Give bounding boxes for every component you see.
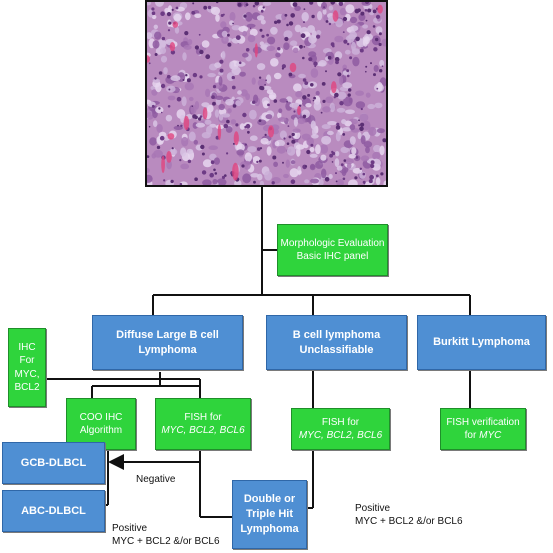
burkitt-label: Burkitt Lymphoma — [433, 336, 530, 349]
coo-line1: COO IHC — [79, 411, 123, 423]
coo-algorithm-box: COO IHC Algorithm — [66, 398, 136, 450]
dlbcl-line2: Lymphoma — [138, 343, 197, 356]
morph-line1: Morphologic Evaluation — [280, 237, 385, 249]
fish2-genes: MYC, BCL2, BCL6 — [298, 430, 383, 441]
fishv-gene: MYC — [479, 430, 502, 441]
positive-left-line1: Positive — [112, 523, 148, 534]
positive-right-label: Positive MYC + BCL2 &/or BCL6 — [355, 502, 463, 528]
positive-right-line2: MYC + BCL2 &/or BCL6 — [355, 516, 463, 527]
coo-line2: Algorithm — [79, 425, 123, 436]
ihc-line2: For — [19, 355, 35, 366]
gcb-label: GCB-DLBCL — [20, 456, 87, 469]
positive-left-label: Positive MYC + BCL2 &/or BCL6 — [112, 522, 220, 548]
gcb-dlbcl-box: GCB-DLBCL — [2, 442, 105, 484]
ihc-line1: IHC — [18, 341, 36, 353]
positive-right-line1: Positive — [355, 503, 391, 514]
fish1-title: FISH for — [184, 411, 222, 423]
morph-line2: Basic IHC panel — [296, 251, 369, 262]
double-line3: Lymphoma — [240, 522, 299, 535]
double-triple-hit-box: Double or Triple Hit Lymphoma — [232, 480, 307, 549]
fishv-line2: for MYC — [465, 429, 502, 443]
dlbcl-box: Diffuse Large B cell Lymphoma — [92, 315, 243, 370]
double-line1: Double or — [243, 493, 296, 506]
fish-verification-box: FISH verification for MYC — [440, 408, 526, 450]
fish2-title: FISH for — [321, 416, 360, 428]
ihc-line4: BCL2 — [14, 382, 40, 393]
double-line2: Triple Hit — [245, 508, 294, 521]
ihc-line3: MYC, — [14, 368, 40, 380]
abc-dlbcl-box: ABC-DLBCL — [2, 490, 105, 532]
bcu-box: B cell lymphoma Unclassifiable — [266, 315, 407, 370]
morphologic-evaluation-box: Morphologic Evaluation Basic IHC panel — [277, 224, 388, 276]
fishv-title: FISH verification — [446, 416, 520, 428]
bcu-line2: Unclassifiable — [299, 343, 374, 356]
fish-dlbcl-box: FISH for MYC, BCL2, BCL6 — [155, 398, 251, 450]
burkitt-box: Burkitt Lymphoma — [417, 315, 546, 370]
negative-label: Negative — [136, 474, 176, 485]
fish-bcu-box: FISH for MYC, BCL2, BCL6 — [291, 408, 390, 450]
positive-left-line2: MYC + BCL2 &/or BCL6 — [112, 536, 220, 547]
ihc-box: IHC For MYC, BCL2 — [8, 328, 46, 407]
bcu-line1: B cell lymphoma — [292, 328, 381, 341]
fish1-genes: MYC, BCL2, BCL6 — [161, 425, 245, 436]
fishv-prefix: for — [464, 430, 480, 441]
histology-image — [145, 0, 388, 187]
abc-label: ABC-DLBCL — [21, 504, 86, 517]
dlbcl-line1: Diffuse Large B cell — [116, 328, 219, 341]
